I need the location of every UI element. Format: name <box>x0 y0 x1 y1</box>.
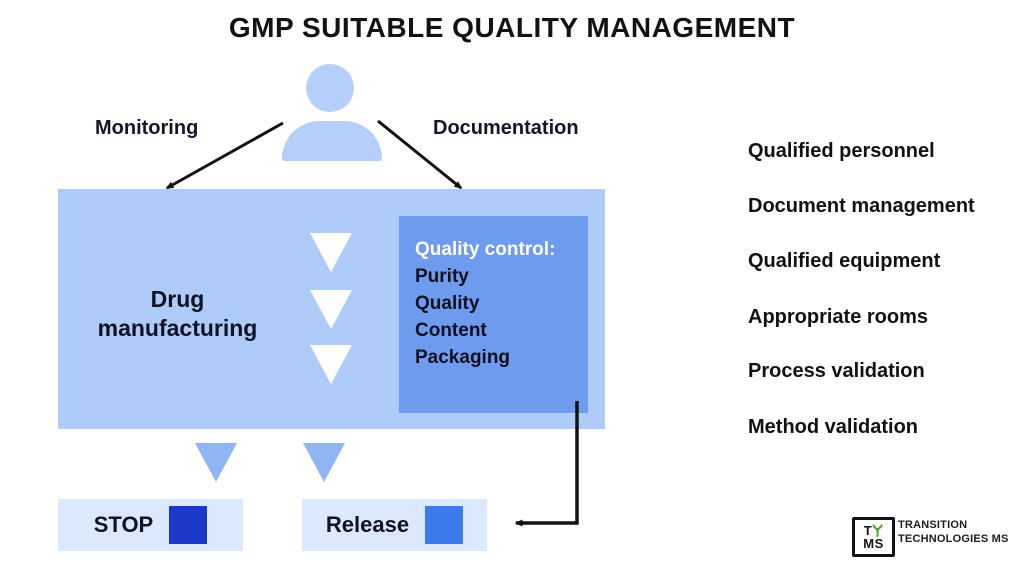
quality-control-item: Content <box>415 320 487 341</box>
release-box: Release <box>302 499 487 551</box>
requirement-item: Qualified equipment <box>748 250 941 272</box>
release-square-icon <box>425 506 464 544</box>
company-name-line1: TRANSITION <box>898 519 968 531</box>
requirement-item: Method validation <box>748 416 918 438</box>
process-step-triangle-icon <box>310 233 352 272</box>
requirement-item: Document management <box>748 195 975 217</box>
sprout-icon <box>872 524 883 537</box>
quality-control-item: Packaging <box>415 347 511 368</box>
stop-square-icon <box>169 506 208 544</box>
process-step-triangle-icon <box>310 345 352 384</box>
logo-monogram-bottom: MS <box>863 536 884 551</box>
quality-control-box: Quality control: Purity Quality Content … <box>399 216 588 413</box>
requirement-item: Process validation <box>748 360 925 382</box>
stop-label: STOP <box>93 512 154 537</box>
quality-control-heading: Quality control: <box>415 239 556 260</box>
documentation-label: Documentation <box>433 117 579 139</box>
monitoring-label: Monitoring <box>95 117 199 139</box>
release-label: Release <box>325 512 410 537</box>
drug-manufacturing-label: Drug manufacturing <box>97 286 258 341</box>
process-step-triangle-icon <box>310 290 352 329</box>
page-title: GMP SUITABLE QUALITY MANAGEMENT <box>228 12 796 43</box>
person-body-icon <box>282 121 382 161</box>
requirement-item: Appropriate rooms <box>748 306 929 328</box>
quality-control-item: Quality <box>415 293 480 314</box>
person-head-icon <box>306 64 354 112</box>
company-logo: T MS <box>852 517 895 557</box>
company-name-line2: TECHNOLOGIES MS <box>898 533 1009 545</box>
quality-control-item: Purity <box>415 266 469 287</box>
stop-box: STOP <box>58 499 243 551</box>
outcome-triangle-icon <box>195 443 237 482</box>
logo-monogram-top: T <box>863 523 873 538</box>
outcome-triangle-icon <box>303 443 345 482</box>
requirement-item: Qualified personnel <box>748 140 935 162</box>
